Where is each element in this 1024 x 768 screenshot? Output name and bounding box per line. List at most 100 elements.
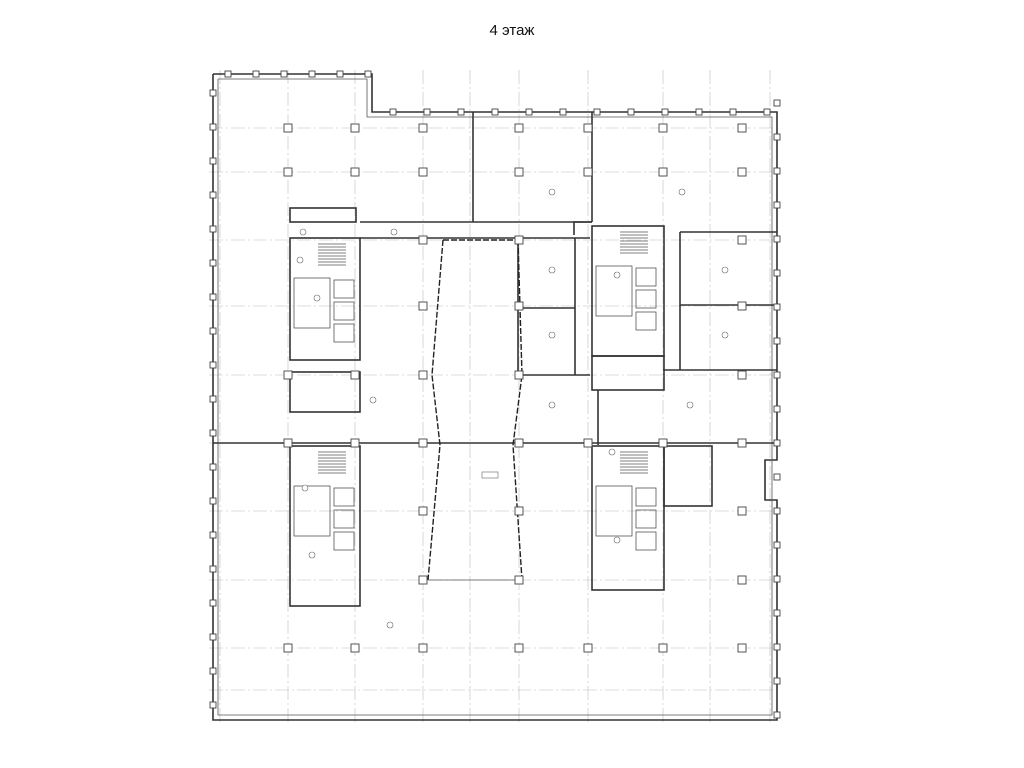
atrium-outline: [427, 239, 444, 581]
room-markers: [296, 188, 729, 629]
facade-column: [773, 303, 781, 311]
column: [583, 123, 593, 133]
room-number-marker: [608, 448, 616, 456]
column: [514, 438, 524, 448]
facade-column: [209, 667, 217, 675]
facade-column: [773, 337, 781, 345]
stair-left-top: [289, 371, 361, 413]
facade-column: [209, 327, 217, 335]
column: [283, 370, 293, 380]
core-right-bottom: [591, 445, 665, 591]
column: [737, 235, 747, 245]
column: [283, 438, 293, 448]
facade-column: [209, 395, 217, 403]
facade-column: [773, 711, 781, 719]
facade-column: [491, 108, 499, 116]
room-number-marker: [386, 621, 394, 629]
room-number-marker: [548, 188, 556, 196]
column: [514, 575, 524, 585]
lift-lobby: [293, 485, 331, 537]
facade-column: [209, 157, 217, 165]
column: [658, 167, 668, 177]
facade-column: [209, 225, 217, 233]
column: [583, 438, 593, 448]
facade-column: [661, 108, 669, 116]
core-left-bottom: [289, 445, 361, 607]
facade-column: [280, 70, 288, 78]
facade-column: [773, 133, 781, 141]
column: [737, 506, 747, 516]
facade-column: [389, 108, 397, 116]
facade-column: [773, 235, 781, 243]
facade-column: [773, 575, 781, 583]
column: [418, 370, 428, 380]
facade-column: [457, 108, 465, 116]
lift-lobby: [595, 485, 633, 537]
column: [418, 167, 428, 177]
column: [418, 643, 428, 653]
room-number-marker: [686, 401, 694, 409]
stair-right-top: [591, 355, 665, 391]
column: [418, 235, 428, 245]
core-right-top: [591, 225, 665, 357]
elevator-shaft: [635, 311, 657, 331]
column: [658, 438, 668, 448]
room-number-marker: [721, 331, 729, 339]
room-number-marker: [548, 266, 556, 274]
facade-column: [773, 439, 781, 447]
core-details: [293, 231, 657, 551]
column: [418, 438, 428, 448]
column: [418, 575, 428, 585]
column: [737, 167, 747, 177]
facade-column: [209, 633, 217, 641]
facade-column: [209, 565, 217, 573]
elevator-shaft: [635, 487, 657, 507]
facade-column: [627, 108, 635, 116]
area-tag: [481, 471, 499, 479]
facade-column: [423, 108, 431, 116]
facade-column: [729, 108, 737, 116]
facade-column: [763, 108, 771, 116]
column: [418, 506, 428, 516]
column: [418, 301, 428, 311]
facade-column: [209, 531, 217, 539]
facade-column: [559, 108, 567, 116]
axis-grid: [209, 70, 781, 724]
facade-column: [773, 643, 781, 651]
column: [514, 643, 524, 653]
facade-column: [773, 269, 781, 277]
facade-column: [773, 677, 781, 685]
column: [737, 301, 747, 311]
column: [283, 167, 293, 177]
facade-column: [525, 108, 533, 116]
facade-column: [773, 507, 781, 515]
elevator-shaft: [635, 509, 657, 529]
cores: [289, 207, 713, 607]
elevator-shaft: [635, 289, 657, 309]
lift-lobby: [293, 277, 331, 329]
core-left-top: [289, 237, 361, 361]
facade-column: [209, 599, 217, 607]
column: [514, 167, 524, 177]
room-number-marker: [296, 256, 304, 264]
room-number-marker: [678, 188, 686, 196]
room-number-marker: [299, 228, 307, 236]
columns: [209, 70, 781, 719]
facade-column: [773, 371, 781, 379]
wc-block: [663, 445, 713, 507]
facade-column: [773, 99, 781, 107]
column: [583, 167, 593, 177]
room-number-marker: [721, 266, 729, 274]
facade-column: [209, 191, 217, 199]
facade-column: [209, 701, 217, 709]
room-number-marker: [313, 294, 321, 302]
elevator-shaft: [333, 301, 355, 321]
column: [514, 123, 524, 133]
room-number-marker: [390, 228, 398, 236]
elevator-shaft: [333, 279, 355, 299]
lift-lobby: [595, 265, 633, 317]
column: [350, 370, 360, 380]
column: [658, 123, 668, 133]
column: [350, 167, 360, 177]
